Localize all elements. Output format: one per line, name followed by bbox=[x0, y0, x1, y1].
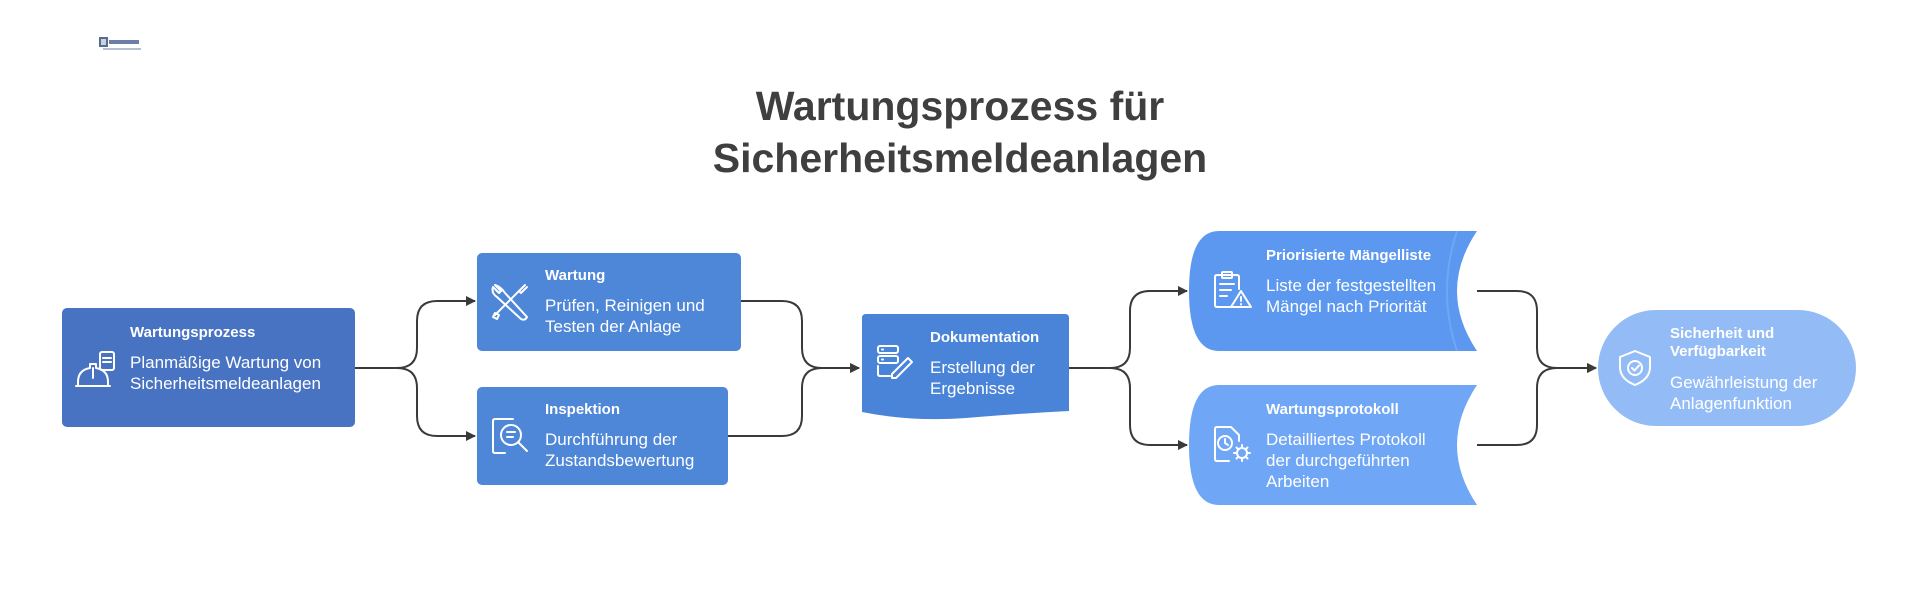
magnifier-document-icon bbox=[489, 415, 531, 462]
clipboard-warning-icon bbox=[1211, 269, 1253, 316]
node-wartungsprozess: Wartungsprozess Planmäßige Wartung von S… bbox=[62, 308, 355, 427]
node-heading: Wartung bbox=[545, 267, 606, 284]
document-clock-gear-icon bbox=[1211, 423, 1253, 470]
node-protokoll: Wartungsprotokoll Detailliertes Protokol… bbox=[1189, 385, 1477, 505]
title-line-1: Wartungsprozess für bbox=[755, 83, 1165, 129]
node-heading: Sicherheit und Verfügbarkeit bbox=[1670, 325, 1775, 360]
node-description: Erstellung der Ergebnisse bbox=[930, 358, 1035, 398]
connector-protokoll-to-sicherheit bbox=[1477, 363, 1597, 446]
node-heading: Inspektion bbox=[545, 401, 621, 418]
connector-wartung-to-dokumentation bbox=[741, 300, 860, 373]
node-description: Planmäßige Wartung von Sicherheitsmeldea… bbox=[130, 353, 322, 393]
node-inspektion: Inspektion Durchführung der Zustandsbewe… bbox=[477, 387, 728, 485]
connector-inspektion-to-dokumentation bbox=[728, 363, 860, 437]
node-description: Durchführung der Zustandsbewertung bbox=[545, 430, 695, 470]
title-line-2: Sicherheitsmeldeanlagen bbox=[712, 135, 1208, 181]
node-description: Liste der festgestellten Mängel nach Pri… bbox=[1266, 276, 1437, 316]
document-shape bbox=[862, 314, 1069, 420]
connector-start-to-wartung bbox=[355, 296, 476, 369]
database-pencil-icon bbox=[874, 342, 916, 389]
tools-icon bbox=[489, 281, 531, 328]
node-heading: Wartungsprozess bbox=[130, 324, 256, 341]
node-heading: Priorisierte Mängelliste bbox=[1266, 247, 1432, 264]
node-description: Prüfen, Reinigen und Testen der Anlage bbox=[545, 296, 705, 336]
node-description: Detailliertes Protokoll der durchgeführt… bbox=[1266, 430, 1426, 491]
diagram-title: Wartungsprozess für Sicherheitsmeldeanla… bbox=[560, 80, 1360, 184]
connector-start-to-inspektion bbox=[355, 367, 476, 441]
shield-check-icon bbox=[1614, 347, 1656, 394]
stored-data-shape bbox=[1189, 385, 1477, 505]
node-sicherheit: Sicherheit und Verfügbarkeit Gewährleist… bbox=[1598, 310, 1856, 426]
brand-logo bbox=[99, 35, 147, 55]
node-wartung: Wartung Prüfen, Reinigen und Testen der … bbox=[477, 253, 741, 351]
node-heading: Wartungsprotokoll bbox=[1266, 401, 1399, 418]
node-description: Gewährleistung der Anlagenfunktion bbox=[1670, 373, 1818, 413]
node-dokumentation: Dokumentation Erstellung der Ergebnisse bbox=[862, 314, 1069, 422]
connector-dokumentation-to-protokoll bbox=[1069, 367, 1188, 450]
worker-helmet-clipboard-icon bbox=[74, 348, 118, 397]
stored-data-shape bbox=[1189, 231, 1477, 351]
node-heading: Dokumentation bbox=[930, 329, 1040, 346]
connector-maengelliste-to-sicherheit bbox=[1477, 290, 1597, 373]
connector-dokumentation-to-maengelliste bbox=[1069, 286, 1188, 369]
node-maengelliste: Priorisierte Mängelliste Liste der festg… bbox=[1189, 231, 1477, 351]
